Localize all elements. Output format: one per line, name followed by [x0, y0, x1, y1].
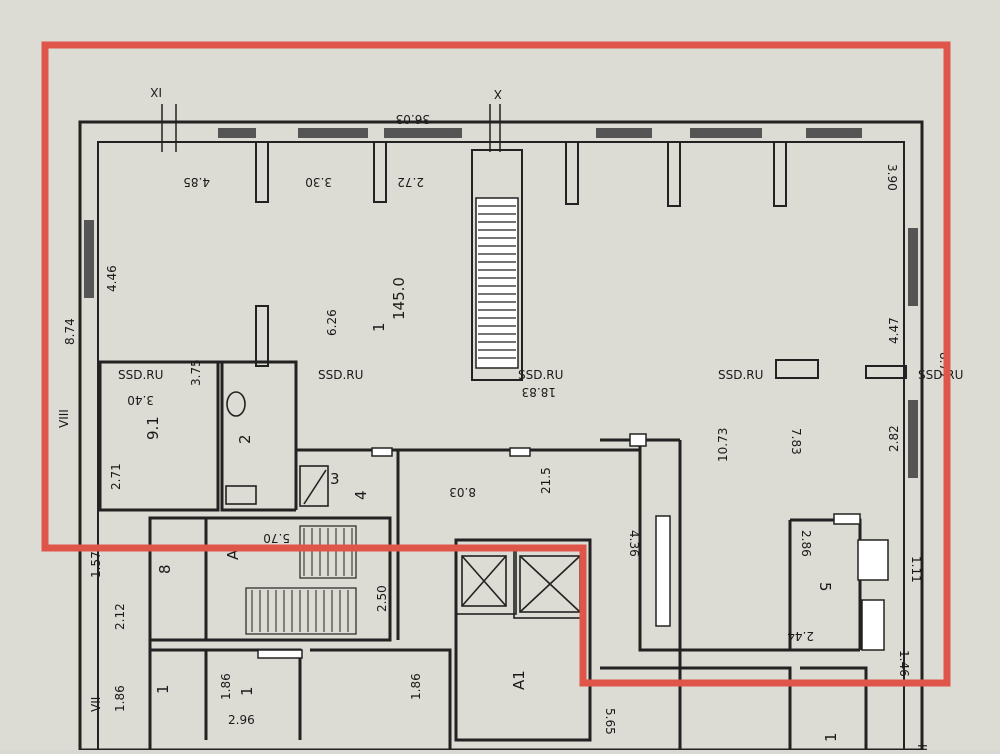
room-number: 3	[330, 470, 340, 488]
dimension-inner: 1.86	[219, 673, 233, 700]
dimension-left: 1.57	[89, 551, 103, 578]
dimension-inner: 2.44	[787, 629, 814, 643]
dimension-inner: 1.86	[409, 673, 423, 700]
room-letter: A	[224, 549, 242, 560]
dimension-inner: 4.36	[627, 530, 641, 557]
dimension-inner: 6.26	[325, 309, 339, 336]
wall-piers	[255, 141, 907, 379]
dimension-top: 4.85	[183, 175, 210, 189]
dimension-inner: 2.50	[375, 585, 389, 612]
dimension-inner: 2.82	[887, 425, 901, 452]
dimension-left: 2.12	[113, 603, 127, 630]
dimension-left: 8.74	[63, 318, 77, 345]
dimension-left: 2.71	[109, 463, 123, 490]
room-number: 1	[238, 686, 256, 696]
room-number: 4	[352, 490, 370, 500]
dimension-inner: 8.03	[449, 485, 476, 499]
watermark: SSD.RU	[918, 368, 963, 382]
dimension-inner: 7.83	[789, 428, 803, 455]
windows-top	[218, 128, 862, 138]
dimension-inner: 2.96	[228, 713, 255, 727]
highlight-outline	[41, 41, 951, 687]
dimension-inner: 1.11	[909, 556, 923, 583]
dimension-top: 3.30	[305, 175, 332, 189]
room-number: 1	[822, 732, 840, 742]
interior-walls	[98, 360, 868, 750]
dimension-inner: 2.86	[799, 530, 813, 557]
axis-markers	[161, 104, 501, 152]
axis-label: IX	[150, 85, 162, 99]
watermark: SSD.RU	[318, 368, 363, 382]
dimension-labels: IX X 36.03 4.85 3.30 2.72 4.46 8.74 VIII…	[57, 85, 951, 751]
lower-stair-treads	[251, 528, 353, 632]
room-letter: A1	[510, 670, 528, 690]
stair-upper	[471, 149, 523, 381]
dimension-inner: 5.70	[263, 531, 290, 545]
doors	[257, 433, 889, 659]
axis-label: VIII	[57, 409, 71, 428]
room-dim: 3.75	[189, 359, 203, 386]
room-number: 1	[154, 684, 172, 694]
dimension-inner: 18.83	[522, 385, 556, 399]
dimension-inner: 1.46	[897, 650, 911, 677]
dimension-inner: 3.90	[885, 164, 899, 191]
dimension-top-total: 36.03	[396, 112, 430, 126]
watermark: SSD.RU	[718, 368, 763, 382]
main-area-index: 1	[370, 322, 388, 332]
dimension-left: 1.86	[113, 685, 127, 712]
fixtures	[225, 391, 585, 619]
stair-treads	[478, 205, 516, 359]
windows-side	[84, 220, 918, 478]
watermark-layer: SSD.RU SSD.RU SSD.RU SSD.RU SSD.RU	[118, 368, 963, 382]
watermark: SSD.RU	[518, 368, 563, 382]
room-number: 8	[156, 564, 174, 574]
dimension-inner: 21.5	[539, 467, 553, 494]
watermark: SSD.RU	[118, 368, 163, 382]
main-area-label: 145.0	[390, 277, 408, 320]
axis-label: X	[494, 87, 502, 101]
dimension-inner: 5.65	[603, 708, 617, 735]
axis-label: II	[915, 744, 929, 750]
room-dim: 3.40	[127, 393, 154, 407]
dimension-inner: 10.73	[716, 428, 730, 462]
room-number: 5	[816, 582, 834, 592]
dimension-inner: 4.47	[887, 317, 901, 344]
room-number: 2	[236, 434, 254, 444]
axis-label: VII	[89, 697, 103, 712]
dimension-top: 2.72	[397, 175, 424, 189]
dimension-left: 4.46	[105, 265, 119, 292]
room-area: 9.1	[144, 416, 162, 440]
lower-stairs	[245, 525, 357, 635]
room-labels: 1 145.0 9.1 3.40 3.75 2 3 4 5 8 A A1 1 1…	[127, 277, 840, 742]
